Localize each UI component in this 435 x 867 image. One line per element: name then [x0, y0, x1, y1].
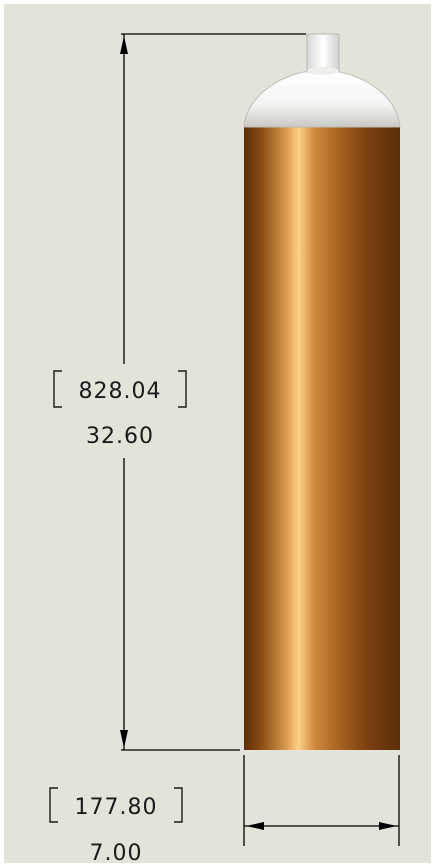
height-imperial-value: 32.60: [86, 424, 154, 449]
height-label-bg: [48, 364, 196, 458]
width-arrow-right: [379, 822, 397, 830]
height-dimension: 828.04 32.60: [48, 33, 306, 751]
height-arrow-bottom: [120, 730, 128, 748]
width-bracket-right: [174, 787, 183, 823]
width-bracket-left: [49, 787, 58, 823]
width-imperial-value: 7.00: [90, 841, 143, 866]
width-arrow-left: [246, 822, 264, 830]
cylinder-neck: [306, 33, 340, 73]
width-dimension: 177.80 7.00: [49, 755, 400, 866]
height-bracket-right: [178, 370, 187, 408]
height-bracket-left: [53, 370, 62, 408]
neck-base: [307, 67, 339, 75]
cylinder-body: [244, 126, 400, 750]
height-arrow-top: [120, 36, 128, 54]
width-metric-value: 177.80: [75, 795, 158, 820]
height-metric-value: 828.04: [79, 379, 162, 404]
